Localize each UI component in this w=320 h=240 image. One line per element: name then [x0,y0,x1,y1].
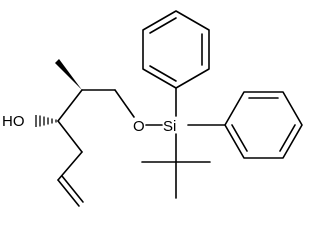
hydroxyl-label: HO [2,113,25,130]
hydroxyl-hash-bond [35,115,57,127]
tert-butyl-group [141,133,211,199]
bond-c5-c6-a [57,179,80,207]
bond-c5-c6-b [61,175,84,203]
molecule-structure: HO O Si [2,10,303,207]
bond-ch2-oxygen [114,89,135,118]
methyl-wedge-bond [55,59,82,90]
bond-c3-c2 [57,89,83,122]
phenyl-ring-top [142,10,210,89]
silicon-label: Si [163,118,176,135]
bond-c3-c4 [57,120,83,153]
ether-oxygen-label: O [133,118,145,135]
phenyl-ring-right [224,91,303,159]
carbon-backbone [57,89,135,207]
